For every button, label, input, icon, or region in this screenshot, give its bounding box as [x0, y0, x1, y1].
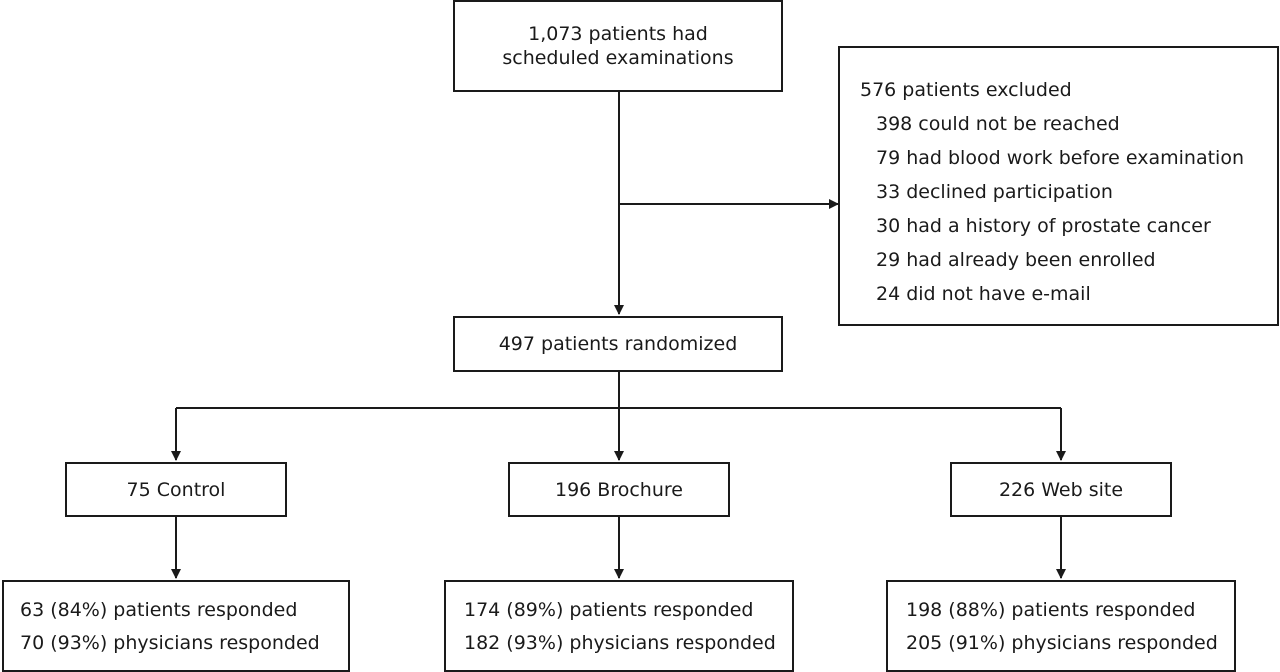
exclusion-reason: 33 declined participation	[876, 181, 1113, 203]
responses-box-website: 198 (88%) patients responded 205 (91%) p…	[886, 580, 1236, 672]
screening-box: 1,073 patients had scheduled examination…	[453, 0, 783, 92]
randomized-label: 497 patients randomized	[498, 333, 738, 355]
responses-box-brochure: 174 (89%) patients responded 182 (93%) p…	[444, 580, 794, 672]
exclusion-reason: 79 had blood work before examination	[876, 147, 1245, 169]
exclusion-title: 576 patients excluded	[860, 79, 1072, 101]
screening-line-1: 1,073 patients had	[528, 23, 708, 45]
arm-box-website: 226 Web site	[950, 462, 1172, 517]
patients-responded: 63 (84%) patients responded	[20, 599, 298, 621]
physicians-responded: 70 (93%) physicians responded	[20, 632, 320, 654]
arm-box-control: 75 Control	[65, 462, 287, 517]
exclusion-reason: 398 could not be reached	[876, 113, 1120, 135]
patients-responded: 198 (88%) patients responded	[906, 599, 1196, 621]
exclusion-reason: 29 had already been enrolled	[876, 249, 1156, 271]
exclusion-reason: 30 had a history of prostate cancer	[876, 215, 1211, 237]
arm-label-control: 75 Control	[126, 478, 226, 501]
arm-label-brochure: 196 Brochure	[555, 478, 683, 501]
exclusion-reason: 24 did not have e-mail	[876, 283, 1091, 305]
patients-responded: 174 (89%) patients responded	[464, 599, 754, 621]
screening-line-2: scheduled examinations	[502, 47, 734, 69]
arm-box-brochure: 196 Brochure	[508, 462, 730, 517]
physicians-responded: 182 (93%) physicians responded	[464, 632, 776, 654]
responses-box-control: 63 (84%) patients responded 70 (93%) phy…	[2, 580, 350, 672]
arm-label-website: 226 Web site	[998, 478, 1124, 501]
physicians-responded: 205 (91%) physicians responded	[906, 632, 1218, 654]
randomized-box: 497 patients randomized	[453, 316, 783, 372]
exclusion-box: 576 patients excluded 398 could not be r…	[838, 46, 1279, 326]
